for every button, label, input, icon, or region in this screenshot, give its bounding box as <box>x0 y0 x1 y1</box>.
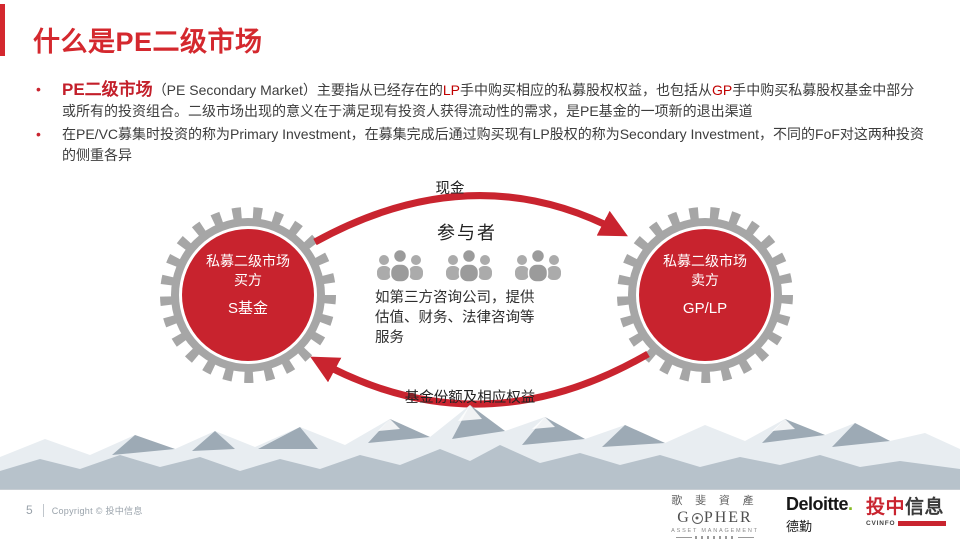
cvinfo-logo-row: CVINFO <box>866 520 947 527</box>
bullet1-lp: LP <box>442 82 460 98</box>
gopher-logo-subtitle: ASSET MANAGEMENT <box>671 528 759 534</box>
bullet-item-1: • PE二级市场（PE Secondary Market）主要指从已经存在的LP… <box>36 79 928 122</box>
bullet1-seg1: （PE Secondary Market）主要指从已经存在的 <box>152 82 443 98</box>
deloitte-logo: Deloitte. 德勤 <box>786 494 853 535</box>
people-group-icon <box>446 248 492 283</box>
mountain-artwork <box>0 405 960 489</box>
bullet1-seg3: 手中购买私募股权基金中部分或所有的投资组合。二级市场出现的意义在于满足现有投资人… <box>62 82 915 119</box>
bullet-item-2: • 在PE/VC募集时投资的称为Primary Investment，在募集完成… <box>36 124 928 166</box>
participants-icons <box>374 247 564 287</box>
deloitte-logo-cn: 德勤 <box>786 519 813 534</box>
gopher-logo-cn: 歌 斐 資 產 <box>671 495 759 507</box>
bullet-icon: • <box>36 81 41 97</box>
bullet-text-2: 在PE/VC募集时投资的称为Primary Investment，在募集完成后通… <box>62 126 924 163</box>
copyright-text: Copyright © 投中信息 <box>51 505 143 516</box>
cvinfo-logo: 投中信息 CVINFO <box>866 492 947 527</box>
page-number: 5 <box>26 503 33 517</box>
cvinfo-logo-cn: 投中信息 <box>866 492 946 519</box>
title-accent-bar <box>0 4 5 56</box>
gear-left-line2: 买方 <box>234 272 262 288</box>
participants-desc-line1: 如第三方咨询公司，提供 <box>375 290 535 306</box>
page-title: 什么是PE二级市场 <box>33 27 263 57</box>
bullet-text-1: PE二级市场（PE Secondary Market）主要指从已经存在的LP手中… <box>62 79 928 122</box>
top-arrow-label: 现金 <box>435 181 465 197</box>
footer: 5 Copyright © 投中信息 <box>26 503 143 517</box>
participants-desc-line3: 服务 <box>375 330 404 346</box>
gopher-logo-pher: PHER <box>703 509 753 526</box>
participants-description: 如第三方咨询公司，提供 估值、财务、法律咨询等 服务 <box>375 288 575 348</box>
cvinfo-red-bar-icon <box>898 521 947 526</box>
footer-separator <box>42 503 44 517</box>
gear-right-line2: 卖方 <box>691 272 719 288</box>
participants-desc-line2: 估值、财务、法律咨询等 <box>375 310 535 326</box>
deloitte-logo-en: Deloitte. <box>786 494 853 515</box>
gopher-logo-en: G PHER <box>652 509 778 527</box>
people-group-icon <box>377 248 423 283</box>
gear-right-line1: 私募二级市场 <box>663 253 747 269</box>
gear-left-label: 私募二级市场 买方 S基金 <box>158 252 338 318</box>
gopher-logo: 歌 斐 資 產 G PHER ASSET MANAGEMENT <box>652 492 778 539</box>
people-group-icon <box>515 248 561 283</box>
deloitte-wordmark: Deloitte <box>786 494 849 514</box>
bullet1-lead: PE二级市场 <box>62 80 153 99</box>
cvinfo-cn-red: 投中 <box>866 497 906 518</box>
bullet-list: • PE二级市场（PE Secondary Market）主要指从已经存在的LP… <box>36 79 928 168</box>
gopher-emblem-icon <box>691 512 703 524</box>
gopher-logo-g: G <box>677 509 691 526</box>
gear-left-line1: 私募二级市场 <box>206 253 290 269</box>
gear-right-label: 私募二级市场 卖方 GP/LP <box>615 252 795 318</box>
cvinfo-cn-dark: 信息 <box>905 497 945 518</box>
gopher-tagline-decor <box>652 536 778 539</box>
bullet1-gp: GP <box>711 82 733 98</box>
deloitte-green-dot-icon: . <box>848 494 853 514</box>
bullet-icon: • <box>36 126 41 142</box>
cvinfo-logo-en: CVINFO <box>866 520 896 527</box>
gear-right-line3: GP/LP <box>682 300 728 317</box>
gear-left-line3: S基金 <box>227 300 268 317</box>
footer-divider-line <box>0 489 960 490</box>
bullet1-seg2: 手中购买相应的私募股权权益，也包括从 <box>459 82 712 98</box>
participants-title: 参与者 <box>437 223 497 243</box>
bottom-arrow-label: 基金份额及相应权益 <box>404 390 536 406</box>
